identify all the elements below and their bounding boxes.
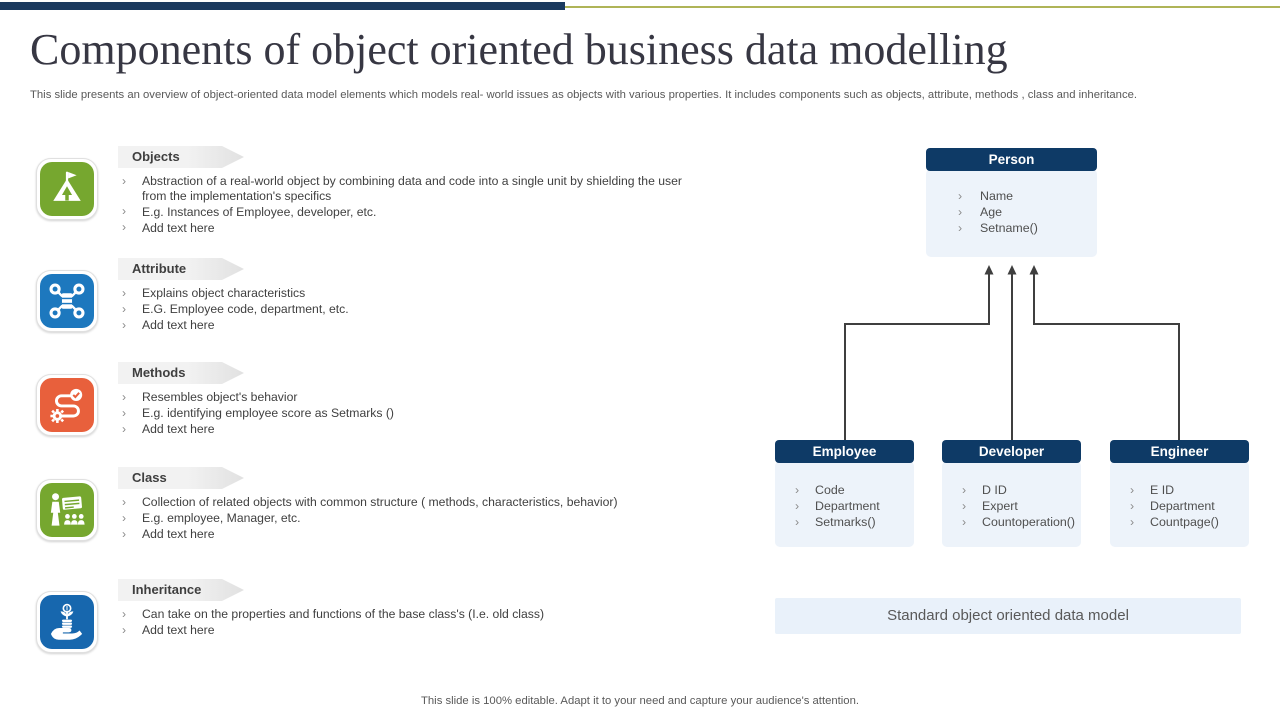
class-box-developer: Developer D ID Expert Countoperation() bbox=[942, 440, 1081, 547]
mountain-flag-icon bbox=[40, 162, 94, 216]
component-title-banner: Objects bbox=[118, 146, 244, 168]
class-box-title: Employee bbox=[812, 444, 877, 459]
component-attribute: Attribute Explains object characteristic… bbox=[36, 258, 696, 358]
class-box-attributes: E ID Department Countpage() bbox=[1110, 461, 1249, 547]
footer-note: This slide is 100% editable. Adapt it to… bbox=[421, 695, 859, 707]
bullet-item: Can take on the properties and functions… bbox=[120, 607, 698, 622]
component-bullets: Resembles object's behavior E.g. identif… bbox=[120, 390, 698, 438]
component-title: Objects bbox=[132, 149, 180, 164]
component-inheritance: Inheritance Can take on the properties a… bbox=[36, 579, 696, 679]
presentation-audience-icon bbox=[40, 483, 94, 537]
class-box-employee: Employee Code Department Setmarks() bbox=[775, 440, 914, 547]
component-bullets: Collection of related objects with commo… bbox=[120, 495, 698, 543]
bullet-item: Abstraction of a real-world object by co… bbox=[120, 174, 698, 203]
bullet-item[interactable]: Add text here bbox=[120, 422, 698, 437]
component-title: Inheritance bbox=[132, 582, 202, 597]
attribute-item: Department bbox=[795, 498, 910, 514]
process-gear-icon bbox=[40, 378, 94, 432]
component-title-banner: Methods bbox=[118, 362, 244, 384]
component-title-banner: Inheritance bbox=[118, 579, 244, 601]
attribute-item: Name bbox=[958, 188, 1091, 204]
hand-growth-icon bbox=[40, 595, 94, 649]
class-box-header: Employee bbox=[775, 440, 914, 463]
class-box-title: Engineer bbox=[1150, 444, 1209, 459]
component-title: Attribute bbox=[132, 261, 187, 276]
component-bullets: Abstraction of a real-world object by co… bbox=[120, 174, 698, 237]
bullet-item[interactable]: Add text here bbox=[120, 220, 698, 236]
top-accent-line bbox=[565, 6, 1280, 8]
icon-card bbox=[36, 270, 98, 332]
component-bullets: Can take on the properties and functions… bbox=[120, 607, 698, 639]
bullet-item: E.g. employee, Manager, etc. bbox=[120, 511, 698, 526]
network-nodes-icon bbox=[40, 274, 94, 328]
bullet-item: Explains object characteristics bbox=[120, 286, 698, 301]
component-title-banner: Attribute bbox=[118, 258, 244, 280]
attribute-item: Setname() bbox=[958, 220, 1091, 236]
class-box-title: Person bbox=[988, 152, 1035, 167]
bullet-item[interactable]: Add text here bbox=[120, 623, 698, 638]
class-box-attributes: Code Department Setmarks() bbox=[775, 461, 914, 547]
class-box-attributes: Name Age Setname() bbox=[926, 169, 1097, 257]
attribute-item: Department bbox=[1130, 498, 1245, 514]
component-title: Class bbox=[132, 470, 167, 485]
diagram-caption-text: Standard object oriented data model bbox=[887, 607, 1129, 624]
inheritance-arrows bbox=[844, 265, 1180, 440]
diagram-caption: Standard object oriented data model bbox=[775, 598, 1241, 634]
attribute-item: D ID bbox=[962, 482, 1077, 498]
class-box-header: Engineer bbox=[1110, 440, 1249, 463]
class-box-attributes: D ID Expert Countoperation() bbox=[942, 461, 1081, 547]
class-box-header: Person bbox=[926, 148, 1097, 171]
attribute-item: Age bbox=[958, 204, 1091, 220]
slide-title: Components of object oriented business d… bbox=[30, 25, 1008, 74]
component-methods: Methods Resembles object's behavior E.g.… bbox=[36, 362, 696, 462]
class-box-engineer: Engineer E ID Department Countpage() bbox=[1110, 440, 1249, 547]
bullet-item[interactable]: Add text here bbox=[120, 318, 698, 333]
top-navy-bar bbox=[0, 2, 565, 10]
icon-card bbox=[36, 374, 98, 436]
attribute-item: Countpage() bbox=[1130, 514, 1245, 530]
bullet-item: E.G. Employee code, department, etc. bbox=[120, 302, 698, 317]
class-box-title: Developer bbox=[978, 444, 1045, 459]
attribute-item: Code bbox=[795, 482, 910, 498]
attribute-item: Setmarks() bbox=[795, 514, 910, 530]
bullet-item[interactable]: Add text here bbox=[120, 527, 698, 542]
class-box-person: Person Name Age Setname() bbox=[926, 148, 1097, 257]
bullet-item: E.g. identifying employee score as Setma… bbox=[120, 406, 698, 421]
slide-subtitle: This slide presents an overview of objec… bbox=[30, 89, 1138, 101]
attribute-item: E ID bbox=[1130, 482, 1245, 498]
attribute-item: Countoperation() bbox=[962, 514, 1077, 530]
component-objects: Objects Abstraction of a real-world obje… bbox=[36, 146, 696, 246]
attribute-item: Expert bbox=[962, 498, 1077, 514]
component-title-banner: Class bbox=[118, 467, 244, 489]
component-bullets: Explains object characteristics E.G. Emp… bbox=[120, 286, 698, 334]
bullet-item: E.g. Instances of Employee, developer, e… bbox=[120, 204, 698, 220]
icon-card bbox=[36, 479, 98, 541]
icon-card bbox=[36, 591, 98, 653]
component-class: Class Collection of related objects with… bbox=[36, 467, 696, 567]
class-box-header: Developer bbox=[942, 440, 1081, 463]
component-title: Methods bbox=[132, 365, 186, 380]
bullet-item: Resembles object's behavior bbox=[120, 390, 698, 405]
icon-card bbox=[36, 158, 98, 220]
bullet-item: Collection of related objects with commo… bbox=[120, 495, 698, 510]
